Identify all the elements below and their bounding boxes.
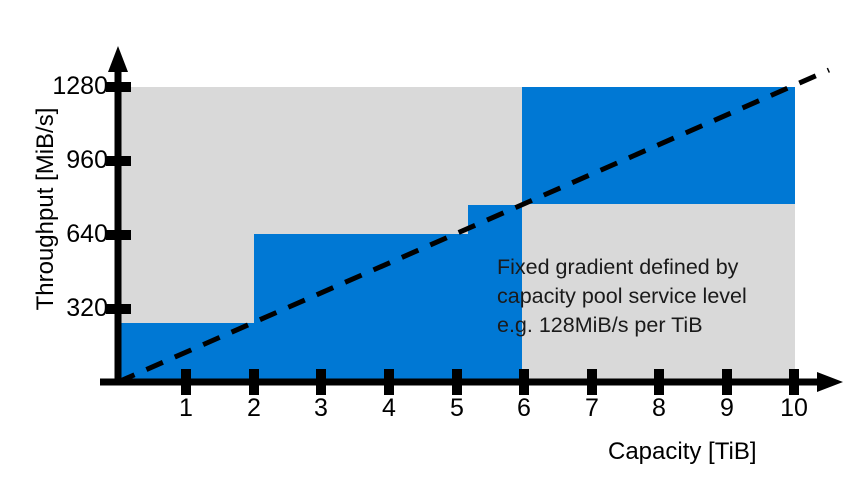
x-axis-ticks [181,369,799,395]
y-tick-label-960: 960 [66,146,108,174]
fixed-gradient-dashed-line [116,67,831,385]
fixed-gradient-annotation: Fixed gradient defined by capacity pool … [497,253,787,340]
x-axis-title: Capacity [TiB] [608,438,757,465]
axis-lines [100,46,843,392]
x-tick-label-10: 10 [780,394,808,422]
x-tick-label-8: 8 [652,394,666,422]
y-tick-label-1280: 1280 [52,72,108,100]
x-tick-label-5: 5 [450,394,464,422]
y-axis-arrowhead [108,46,128,72]
x-tick-label-9: 9 [720,394,734,422]
y-axis-ticks [106,82,131,314]
x-axis-arrowhead [817,372,843,392]
y-axis-tick-labels: 1280 960 640 320 [0,0,108,486]
y-tick-label-320: 320 [66,294,108,322]
y-tick-label-640: 640 [66,220,108,248]
annotation-line-2: capacity pool service level [497,284,747,309]
x-tick-label-2: 2 [247,394,261,422]
annotation-line-3: e.g. 128MiB/s per TiB [497,313,703,338]
x-tick-label-3: 3 [314,394,328,422]
x-tick-label-7: 7 [585,394,599,422]
x-tick-label-1: 1 [179,394,193,422]
x-tick-label-4: 4 [382,394,396,422]
throughput-step-3 [468,205,522,382]
x-tick-label-6: 6 [517,394,531,422]
throughput-step-2 [254,234,468,382]
annotation-line-1: Fixed gradient defined by [497,255,739,279]
